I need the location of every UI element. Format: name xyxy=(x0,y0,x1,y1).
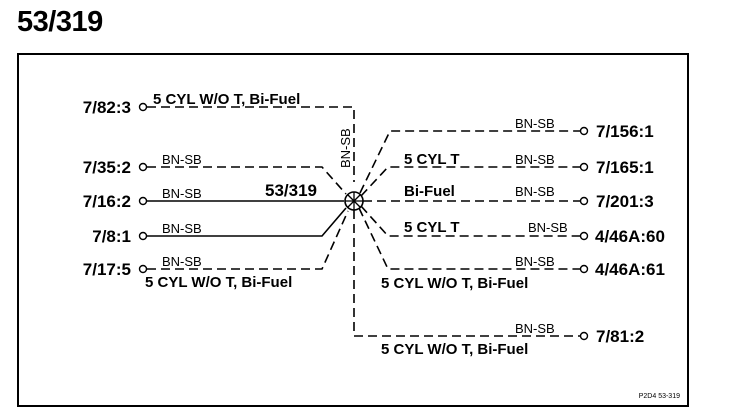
figure-reference: P2D4 53-319 xyxy=(639,393,680,400)
terminal[interactable] xyxy=(138,196,148,206)
right-connection-4: 5 CYL T BN-SB 4/46A:60 xyxy=(360,205,665,246)
terminal[interactable] xyxy=(138,162,148,172)
terminal[interactable] xyxy=(579,231,589,241)
connector-label: 7/165:1 xyxy=(596,158,654,177)
wire-dashed xyxy=(358,207,580,270)
connector-label: 7/156:1 xyxy=(596,122,654,141)
terminal[interactable] xyxy=(138,102,148,112)
connector-label: 4/46A:61 xyxy=(595,260,665,279)
connector-label: 7/16:2 xyxy=(83,192,131,211)
wire-dashed xyxy=(147,210,349,270)
wire-code-label: BN-SB xyxy=(515,321,555,336)
right-connection-3: Bi-Fuel BN-SB 7/201:3 xyxy=(363,183,654,211)
splice-label: 53/319 xyxy=(265,181,317,200)
connector-label: 7/35:2 xyxy=(83,158,131,177)
left-connection-5: 7/17:5 BN-SB 5 CYL W/O T, Bi-Fuel xyxy=(83,210,349,291)
wire-dashed xyxy=(360,205,580,237)
page-title: 53/319 xyxy=(17,6,103,38)
wire-code-label: BN-SB xyxy=(515,152,555,167)
wire-dashed xyxy=(147,166,347,195)
right-connection-2: 5 CYL T BN-SB 7/165:1 xyxy=(360,151,654,197)
wire-code-label: BN-SB xyxy=(515,254,555,269)
wire-code-label: BN-SB xyxy=(515,184,555,199)
terminal[interactable] xyxy=(579,264,589,274)
variant-label: 5 CYL W/O T, Bi-Fuel xyxy=(153,91,300,108)
connector-label: 7/201:3 xyxy=(596,192,654,211)
wire-code-label: BN-SB xyxy=(162,254,202,269)
right-connection-1: BN-SB 7/156:1 xyxy=(359,116,654,194)
terminal[interactable] xyxy=(138,231,148,241)
terminal[interactable] xyxy=(579,331,589,341)
wire-code-label: BN-SB xyxy=(528,220,568,235)
wire-dashed xyxy=(147,106,355,182)
vertical-wire-code-label: BN-SB xyxy=(338,128,353,168)
connector-label: 4/46A:60 xyxy=(595,227,665,246)
left-connection-3: 7/16:2 BN-SB xyxy=(83,186,344,211)
connector-label: 7/81:2 xyxy=(596,327,644,346)
left-connection-2: 7/35:2 BN-SB xyxy=(83,152,347,195)
wire-dashed xyxy=(359,130,580,194)
variant-label: 5 CYL W/O T, Bi-Fuel xyxy=(381,275,528,292)
splice-node[interactable] xyxy=(344,191,364,211)
terminal[interactable] xyxy=(138,264,148,274)
wire-code-label: BN-SB xyxy=(162,186,202,201)
connector-label: 7/8:1 xyxy=(92,227,131,246)
wire-code-label: BN-SB xyxy=(162,152,202,167)
wire-solid xyxy=(147,207,347,237)
variant-label: Bi-Fuel xyxy=(404,183,455,200)
variant-label: 5 CYL W/O T, Bi-Fuel xyxy=(145,274,292,291)
right-connection-6: BN-SB 5 CYL W/O T, Bi-Fuel 7/81:2 xyxy=(353,210,644,358)
connector-label: 7/17:5 xyxy=(83,260,131,279)
variant-label: 5 CYL W/O T, Bi-Fuel xyxy=(381,341,528,358)
diagram-border xyxy=(17,53,689,407)
left-connection-4: 7/8:1 BN-SB xyxy=(92,207,347,246)
wire-code-label: BN-SB xyxy=(515,116,555,131)
left-connection-1: 7/82:3 5 CYL W/O T, Bi-Fuel xyxy=(83,91,355,182)
right-connection-5: BN-SB 5 CYL W/O T, Bi-Fuel 4/46A:61 xyxy=(358,207,665,292)
terminal[interactable] xyxy=(579,126,589,136)
wire-dashed xyxy=(353,210,580,337)
terminal[interactable] xyxy=(579,162,589,172)
variant-label: 5 CYL T xyxy=(404,151,460,168)
variant-label: 5 CYL T xyxy=(404,219,460,236)
terminal[interactable] xyxy=(579,196,589,206)
wire-code-label: BN-SB xyxy=(162,221,202,236)
connector-label: 7/82:3 xyxy=(83,98,131,117)
